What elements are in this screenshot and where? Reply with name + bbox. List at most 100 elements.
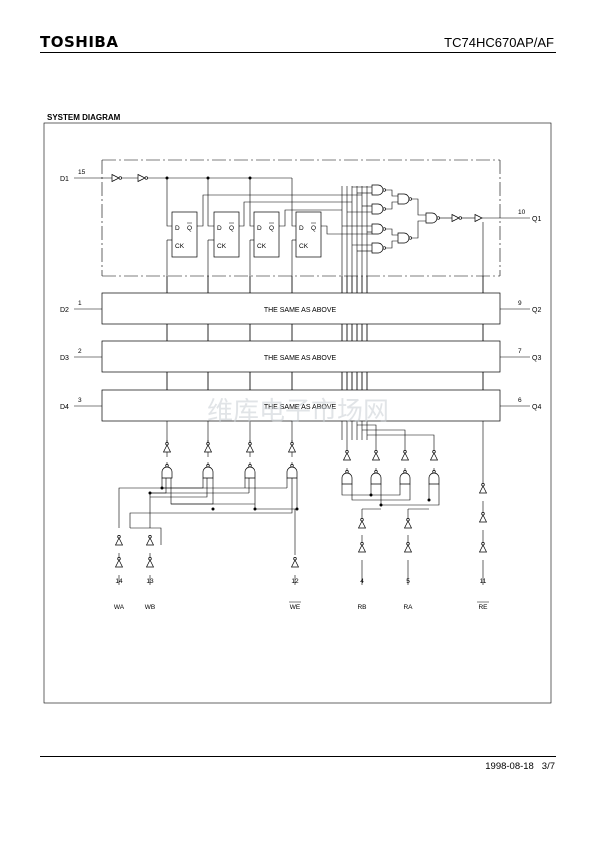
wire [150, 478, 208, 498]
re-inverter [478, 514, 488, 523]
junction-dot [248, 176, 252, 180]
read-nand-1 [371, 184, 384, 196]
ff-d-label: D [299, 225, 304, 232]
ff-q-label: Q [311, 225, 316, 232]
control-label-we: WE [290, 604, 301, 611]
wire [129, 478, 293, 528]
junction-dot [369, 493, 373, 497]
d1-inverter [111, 173, 120, 183]
input-label-d1: D1 [60, 176, 69, 183]
junction-dot [379, 503, 383, 507]
write-inverter-1 [162, 444, 172, 453]
control-label-wb: WB [145, 604, 155, 611]
control-pin-13: 13 [146, 578, 154, 585]
nand-bubble [432, 470, 436, 474]
output-label-q4: Q4 [532, 404, 541, 411]
ra-inverter [403, 520, 413, 529]
control-label-ra: RA [403, 604, 413, 611]
junction-dot [165, 176, 169, 180]
nand-bubble [345, 470, 349, 474]
read-inverter-4 [429, 452, 439, 461]
inverter-bubble [374, 450, 378, 454]
inverter-bubble [118, 176, 122, 180]
ff-q-wire [197, 194, 362, 227]
inverter-bubble [144, 176, 148, 180]
d1-inverter [137, 173, 146, 183]
ff-d-label: D [217, 225, 222, 232]
we-inverter [290, 559, 300, 568]
input-pin-3: 3 [78, 397, 82, 404]
read-inverter-3 [400, 452, 410, 461]
inverter-bubble [481, 542, 485, 546]
wire [412, 198, 426, 216]
inverter-bubble [360, 518, 364, 522]
flip-flop-2 [213, 211, 240, 258]
nand-bubble [436, 216, 440, 220]
same-as-above-label: THE SAME AS ABOVE [264, 307, 337, 314]
read-inverter-1 [342, 452, 352, 461]
header-rule [40, 52, 556, 53]
wire [362, 429, 406, 451]
part-number: TC74HC670AP/AF [444, 35, 554, 50]
ff-q-wire [321, 225, 372, 235]
input-label-d3: D3 [60, 355, 69, 362]
bit-block-3 [101, 340, 501, 373]
re-inverter [478, 544, 488, 553]
rb-inverter [357, 520, 367, 529]
wire [386, 228, 398, 236]
wire [367, 434, 435, 451]
control-label-wa: WA [114, 604, 125, 611]
footer-page: 3/7 [541, 761, 555, 772]
control-label-re: RE [478, 604, 488, 611]
read-dec-nand-2 [370, 472, 382, 485]
nand-bubble [382, 207, 386, 211]
input-label-d4: D4 [60, 404, 69, 411]
read-nand-5 [397, 193, 410, 205]
ff-q-label: Q [187, 225, 192, 232]
read-nand-3 [371, 223, 384, 235]
input-pin-1: 1 [78, 300, 82, 307]
inverter-bubble [432, 450, 436, 454]
output-inverter [451, 213, 460, 223]
inverter-bubble [481, 512, 485, 516]
junction-dot [160, 486, 164, 490]
control-pin-12: 12 [291, 578, 299, 585]
read-nand-2 [371, 203, 384, 215]
write-nand-1 [161, 466, 173, 479]
read-nand-7 [425, 212, 438, 224]
output-pin-10: 10 [518, 209, 526, 216]
read-nand-6 [397, 232, 410, 244]
watermark: 维库电子市场网 [207, 397, 389, 427]
control-label-rb: RB [357, 604, 366, 611]
flip-flop-3 [253, 211, 280, 258]
nand-bubble [408, 197, 412, 201]
inverter-bubble [360, 542, 364, 546]
wire [162, 478, 204, 489]
write-nand-2 [202, 466, 214, 479]
nand-bubble [206, 464, 210, 468]
read-inverter-2 [371, 452, 381, 461]
wa-inverter [114, 537, 124, 546]
nand-bubble [408, 236, 412, 240]
ra-inverter [403, 544, 413, 553]
read-nand-4 [371, 242, 384, 254]
ff-q-wire [239, 201, 352, 227]
wire [254, 478, 298, 510]
junction-dot [148, 491, 152, 495]
wire [380, 484, 440, 506]
control-pin-11: 11 [480, 578, 487, 585]
write-nand-3 [244, 466, 256, 479]
wire [118, 478, 163, 528]
same-as-above-label: THE SAME AS ABOVE [264, 355, 337, 362]
write-inverter-4 [287, 444, 297, 453]
wa-inverter [114, 559, 124, 568]
wire [357, 424, 377, 451]
ff-ck-label: CK [175, 243, 185, 250]
write-inverter-2 [203, 444, 213, 453]
wire [412, 220, 426, 239]
ff-q-wire [279, 209, 342, 227]
wire [386, 189, 398, 197]
wb-inverter [145, 559, 155, 568]
inverter-bubble [293, 557, 297, 561]
junction-dot [206, 176, 210, 180]
